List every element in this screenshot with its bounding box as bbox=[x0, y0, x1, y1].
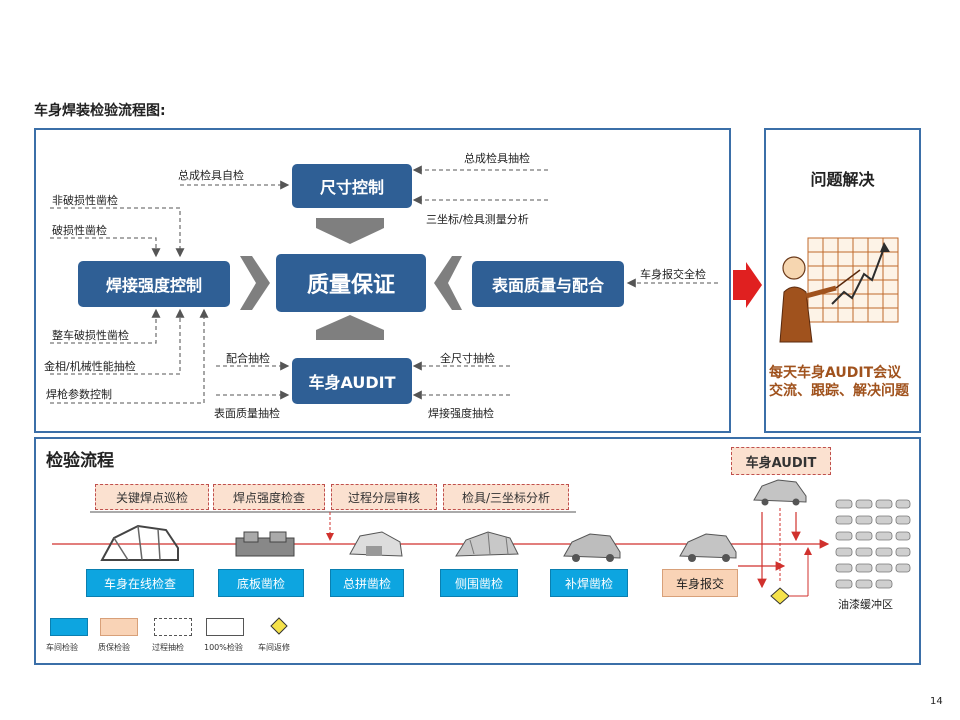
legend-repair-diamond-icon bbox=[270, 617, 288, 635]
stage-side-chisel: 侧围凿检 bbox=[440, 569, 518, 597]
car-side-body-image bbox=[455, 531, 519, 557]
flow-dashed-gauge-cmm-analysis: 检具/三坐标分析 bbox=[443, 484, 569, 510]
label-assembly-sample-check: 总成检具抽检 bbox=[464, 152, 530, 165]
legend-label-repair: 车间返修 bbox=[258, 643, 290, 652]
legend-swatch-qa bbox=[100, 618, 138, 636]
car-audit-image bbox=[753, 479, 807, 506]
body-audit-box: 车身AUDIT bbox=[292, 358, 412, 404]
page-number: 14 bbox=[930, 696, 943, 707]
legend-label-qa: 质保检验 bbox=[98, 643, 130, 652]
legend-label-workshop: 车间检验 bbox=[46, 643, 78, 652]
stage-body-delivery: 车身报交 bbox=[662, 569, 738, 597]
label-full-size-sample: 全尺寸抽检 bbox=[440, 352, 495, 365]
label-fit-sample: 配合抽检 bbox=[226, 352, 270, 365]
page-heading: 车身焊装检验流程图: bbox=[34, 103, 166, 119]
presenter-chart-icon bbox=[779, 237, 899, 343]
dimension-control-box: 尺寸控制 bbox=[292, 164, 412, 208]
stage-repair-weld-chisel: 补焊凿检 bbox=[550, 569, 628, 597]
paint-buffer-label: 油漆缓冲区 bbox=[838, 598, 893, 611]
label-full-vehicle-destructive: 整车破损性凿检 bbox=[52, 329, 129, 342]
label-cmm-analysis: 三坐标/检具测量分析 bbox=[426, 213, 529, 226]
flow-dashed-layered-audit: 过程分层审核 bbox=[331, 484, 437, 510]
inspection-flow-title: 检验流程 bbox=[46, 451, 114, 471]
legend-swatch-full bbox=[206, 618, 244, 636]
car-delivery-image bbox=[679, 533, 737, 562]
legend-swatch-sample bbox=[154, 618, 192, 636]
flow-dashed-weld-strength-check: 焊点强度检查 bbox=[213, 484, 325, 510]
stage-underbody-chisel: 底板凿检 bbox=[218, 569, 304, 597]
car-main-assembly-image bbox=[349, 531, 403, 557]
flow-dashed-body-audit: 车身AUDIT bbox=[731, 447, 831, 475]
paint-buffer-cars-image bbox=[835, 499, 911, 589]
weld-strength-control-box: 焊接强度控制 bbox=[78, 261, 230, 307]
surface-quality-box: 表面质量与配合 bbox=[472, 261, 624, 307]
legend-swatch-workshop bbox=[50, 618, 88, 636]
label-assembly-self-check: 总成检具自检 bbox=[178, 169, 244, 182]
stage-online-inspection: 车身在线检查 bbox=[86, 569, 194, 597]
label-surface-sample: 表面质量抽检 bbox=[214, 407, 280, 420]
car-body-frame-image bbox=[100, 524, 179, 561]
car-repair-weld-image bbox=[563, 533, 621, 562]
label-delivery-full-check: 车身报交全检 bbox=[640, 268, 706, 281]
stage-main-assembly-chisel: 总拼凿检 bbox=[330, 569, 404, 597]
label-weld-strength-sample: 焊接强度抽检 bbox=[428, 407, 494, 420]
label-weld-gun-params: 焊枪参数控制 bbox=[46, 388, 112, 401]
legend-label-sample: 过程抽检 bbox=[152, 643, 184, 652]
label-metallographic-check: 金相/机械性能抽检 bbox=[44, 360, 136, 373]
label-nondestructive-check: 非破损性凿检 bbox=[52, 194, 118, 207]
label-destructive-check: 破损性凿检 bbox=[52, 224, 107, 237]
car-underbody-image bbox=[235, 531, 295, 557]
quality-assurance-box: 质量保证 bbox=[276, 254, 426, 312]
legend-label-full: 100%检验 bbox=[204, 643, 243, 652]
problem-solving-title: 问题解决 bbox=[810, 170, 875, 189]
flow-dashed-key-weld-patrol: 关键焊点巡检 bbox=[95, 484, 209, 510]
problem-solving-description: 每天车身AUDIT会议交流、跟踪、解决问题 bbox=[769, 365, 909, 399]
